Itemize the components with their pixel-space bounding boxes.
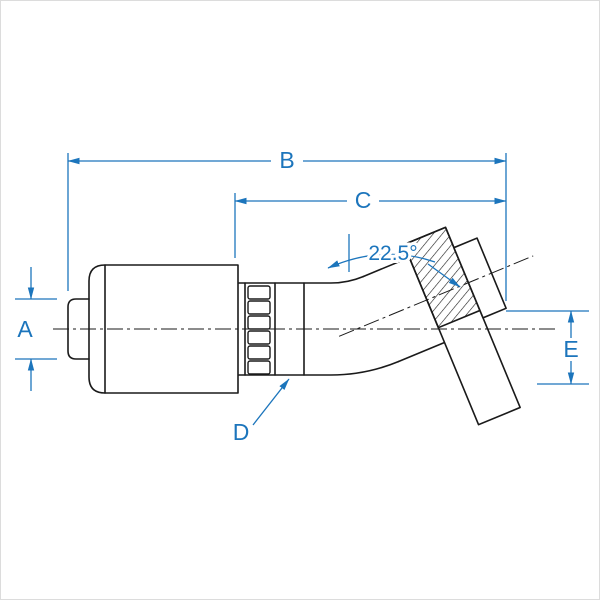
dimension-e	[506, 310, 589, 385]
angle-dimension	[327, 234, 461, 288]
angle-inclined-line	[427, 263, 461, 288]
label-angle: 22.5°	[368, 242, 417, 265]
dimension-a	[15, 267, 57, 391]
dimension-c	[234, 193, 507, 258]
centerline-inclined	[338, 255, 534, 337]
angle-arc	[327, 253, 436, 269]
dim-d-leader	[252, 378, 290, 426]
label-d: D	[233, 419, 250, 445]
leader-d	[252, 378, 290, 426]
centerlines	[53, 255, 557, 337]
dimension-labels: B C A E D 22.5°	[14, 144, 581, 448]
label-b: B	[279, 147, 294, 173]
label-c: C	[355, 187, 372, 213]
label-a: A	[17, 316, 33, 342]
label-e: E	[563, 336, 578, 362]
dimension-b	[67, 153, 507, 301]
fitting-body	[67, 226, 521, 426]
dimensions	[15, 153, 589, 426]
flange-head	[362, 226, 521, 426]
elbow-tube	[238, 275, 400, 376]
ferrule-ribs	[247, 285, 271, 375]
